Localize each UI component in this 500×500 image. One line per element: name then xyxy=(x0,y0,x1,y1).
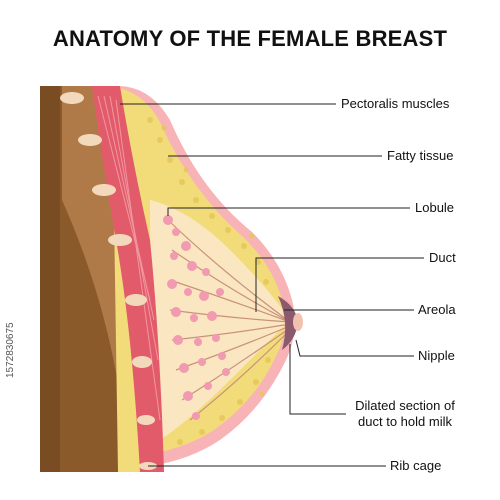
label-dilated-section: Dilated section of duct to hold milk xyxy=(349,398,461,430)
milk-ducts xyxy=(167,219,291,421)
leader-lines xyxy=(120,103,424,467)
label-rib-cage: Rib cage xyxy=(390,458,442,473)
label-fatty-tissue: Fatty tissue xyxy=(387,148,454,163)
glandular-tissue xyxy=(150,200,290,440)
diagram-title: ANATOMY OF THE FEMALE BREAST xyxy=(52,26,448,51)
image-id-watermark: 1572830675 xyxy=(5,322,16,378)
label-nipple: Nipple xyxy=(418,348,455,363)
lobules xyxy=(163,215,230,420)
label-duct: Duct xyxy=(429,250,456,265)
nipple xyxy=(293,313,303,331)
pectoralis-muscle xyxy=(92,86,164,472)
label-dilated-line-1: Dilated section of xyxy=(355,398,455,413)
label-dilated-line-2: duct to hold milk xyxy=(358,414,452,429)
label-pectoralis-muscles: Pectoralis muscles xyxy=(341,96,450,111)
label-areola: Areola xyxy=(418,302,456,317)
label-lobule: Lobule xyxy=(415,200,455,215)
